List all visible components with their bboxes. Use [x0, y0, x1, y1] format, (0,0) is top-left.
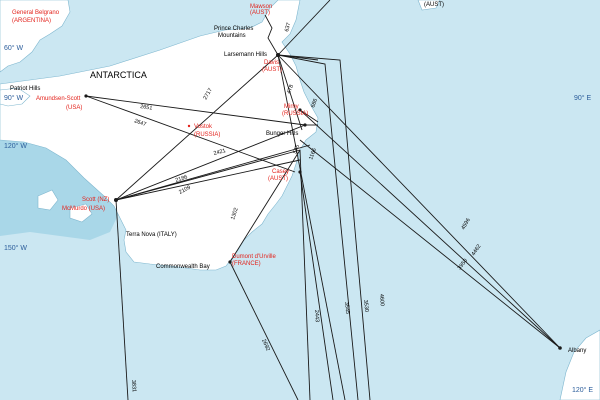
- dist-478: 478: [286, 84, 295, 95]
- vostok-marker: [187, 124, 191, 128]
- dist-2692: 2692: [260, 338, 270, 352]
- label-mirny: Mirny: [284, 104, 299, 110]
- antarctica-land: [0, 0, 319, 271]
- route-lines: [85, 0, 561, 400]
- dist-4462: 4462: [471, 244, 483, 258]
- label-amundsen-scott-country: (USA): [66, 105, 82, 111]
- label-scott: Scott (NZ): [82, 197, 109, 203]
- route-bunger-south: [299, 149, 311, 400]
- label-general-belgrano-country: (ARGENTINA): [12, 18, 51, 24]
- island-west-2: [69, 203, 93, 223]
- route-davis-albany: [277, 54, 561, 349]
- mirny-marker: [298, 108, 302, 112]
- route-davis-south-2: [277, 54, 371, 400]
- route-casey-albany: [299, 139, 561, 349]
- label-bunger: Bunger Hills: [266, 131, 298, 137]
- albany-marker: [558, 346, 562, 350]
- label-mawson-country: (AUST): [250, 10, 270, 16]
- station-markers: [84, 53, 562, 350]
- route-scott-south: [115, 199, 129, 400]
- dist-686: 686: [310, 98, 319, 109]
- casey-marker: [298, 170, 302, 174]
- label-mcmurdo: McMurdo (USA): [62, 206, 105, 212]
- peninsula-island: [0, 87, 31, 107]
- scott-marker: [114, 198, 118, 202]
- distance-labels: 637 2717 2651 2647 2421 2186 2109 1302 2…: [130, 22, 483, 392]
- davis-marker: [276, 53, 280, 57]
- route-davis-mawson: [264, 14, 279, 56]
- meridian-120e: 120° E: [572, 386, 593, 394]
- route-mirny-albany: [299, 109, 561, 349]
- meridian-120w: 120° W: [4, 142, 27, 150]
- route-scott-mid: [115, 149, 301, 201]
- dumont-marker: [228, 260, 232, 264]
- dist-1302: 1302: [230, 207, 239, 221]
- meridian-90w: 90° W: [4, 94, 24, 102]
- dist-2443: 2443: [313, 310, 320, 323]
- label-dumont: Dumont d'Urville: [232, 254, 276, 260]
- label-aust-top: (AUST): [424, 2, 444, 8]
- meridian-labels: 60° W 90° W 120° W 150° W 90° E 120° E: [4, 44, 593, 394]
- dist-637: 637: [284, 22, 292, 32]
- label-albany: Albany: [568, 348, 586, 354]
- label-patriot-hills: Patriot Hills: [10, 86, 40, 92]
- label-dumont-country: (FRANCE): [232, 261, 261, 267]
- route-davis-mirny: [277, 54, 303, 131]
- meridian-150w: 150° W: [4, 244, 27, 252]
- bunger-marker: [303, 123, 307, 127]
- route-davis-north: [277, 0, 331, 56]
- dist-3530: 3530: [362, 300, 369, 313]
- route-scott-casey: [115, 159, 301, 201]
- dist-3545: 3545: [343, 302, 350, 315]
- amundsen-scott-marker: [84, 94, 88, 98]
- station-labels: General Belgrano (ARGENTINA) Patriot Hil…: [10, 2, 586, 354]
- route-scott-davis: [115, 54, 279, 201]
- route-davis-south-3: [277, 54, 359, 400]
- dist-4600: 4600: [378, 294, 385, 307]
- label-vostok: Vostok: [194, 124, 213, 130]
- label-casey: Casey: [272, 169, 289, 175]
- island-west: [37, 189, 59, 211]
- dist-2421: 2421: [213, 148, 226, 157]
- route-dumont-south: [229, 261, 299, 400]
- route-pole-bunger: [85, 95, 306, 126]
- dist-2651: 2651: [140, 104, 153, 112]
- dist-1166: 1166: [308, 148, 318, 161]
- dist-3831: 3831: [130, 380, 137, 393]
- label-mawson: Mawson: [250, 4, 272, 10]
- route-mirny-coast: [299, 109, 319, 123]
- dist-4596: 4596: [461, 217, 472, 231]
- continent-label: ANTARCTICA: [90, 70, 147, 80]
- label-davis: Davis: [264, 60, 279, 66]
- label-vostok-country: (RUSSIA): [194, 132, 220, 138]
- label-commonwealth: Commonwealth Bay: [156, 264, 210, 270]
- label-davis-country: (AUST): [262, 67, 282, 73]
- dist-2717: 2717: [203, 87, 214, 101]
- route-pole-casey: [85, 95, 296, 173]
- dist-545: 545: [292, 144, 301, 155]
- dist-2647: 2647: [133, 118, 147, 128]
- label-general-belgrano: General Belgrano: [12, 10, 60, 16]
- landmass-top-right: [417, 0, 441, 11]
- australia-land: [559, 329, 600, 400]
- label-amundsen-scott: Amundsen-Scott: [36, 96, 81, 102]
- label-casey-country: (AUST): [268, 176, 288, 182]
- label-terra-nova: Terra Nova (ITALY): [126, 232, 177, 238]
- route-scott-bunger: [115, 124, 306, 201]
- route-davis-south-1: [277, 54, 346, 400]
- route-casey-south: [299, 171, 334, 400]
- label-mirny-country: (RUSSIA): [282, 111, 308, 117]
- dist-2109: 2109: [178, 185, 192, 196]
- label-larsemann: Larsemann Hills: [224, 52, 267, 58]
- meridian-90e: 90° E: [574, 94, 592, 102]
- label-prince-charles-2: Mountains: [218, 33, 246, 39]
- dist-2186: 2186: [175, 174, 189, 183]
- route-dumont-casey: [229, 149, 301, 263]
- label-prince-charles: Prince Charles: [214, 26, 253, 32]
- meridian-60w: 60° W: [4, 44, 24, 52]
